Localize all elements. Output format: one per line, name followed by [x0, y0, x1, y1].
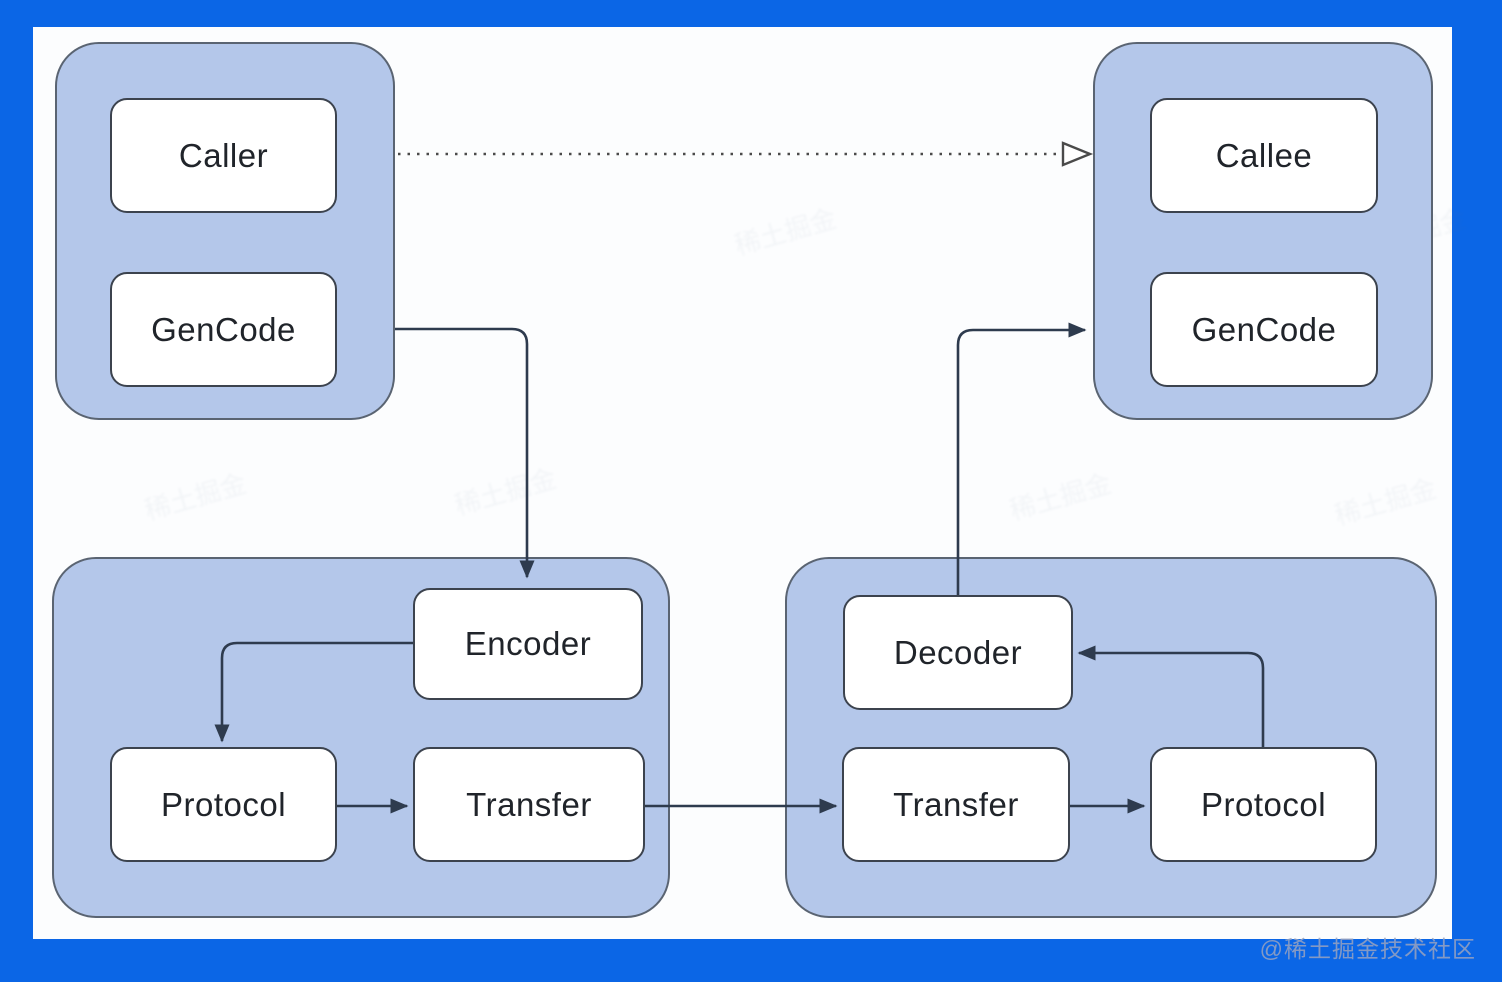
background-watermark: 稀土掘金: [731, 203, 840, 261]
background-watermark: 稀土掘金: [1331, 473, 1440, 531]
node-transfer-right: Transfer: [842, 747, 1070, 862]
node-encoder: Encoder: [413, 588, 643, 700]
background-watermark: 稀土掘金: [141, 468, 250, 526]
edge-decoder-gencode: [956, 322, 1087, 595]
node-gencode-right: GenCode: [1150, 272, 1378, 387]
edge-caller-callee-arrowhead: [1061, 141, 1094, 167]
diagram-canvas: 稀土掘金 稀土掘金 稀土掘金 稀土掘金 稀土掘金 稀土掘金 稀土掘金 稀土掘金 …: [33, 27, 1470, 939]
node-decoder: Decoder: [843, 595, 1073, 710]
node-callee: Callee: [1150, 98, 1378, 213]
node-protocol-left: Protocol: [110, 747, 337, 862]
node-protocol-right: Protocol: [1150, 747, 1377, 862]
node-transfer-left: Transfer: [413, 747, 645, 862]
background-watermark: 稀土掘金: [451, 463, 560, 521]
node-gencode-left: GenCode: [110, 272, 337, 387]
edge-gencode-encoder: [395, 327, 535, 579]
node-caller: Caller: [110, 98, 337, 213]
background-watermark: 稀土掘金: [1006, 468, 1115, 526]
